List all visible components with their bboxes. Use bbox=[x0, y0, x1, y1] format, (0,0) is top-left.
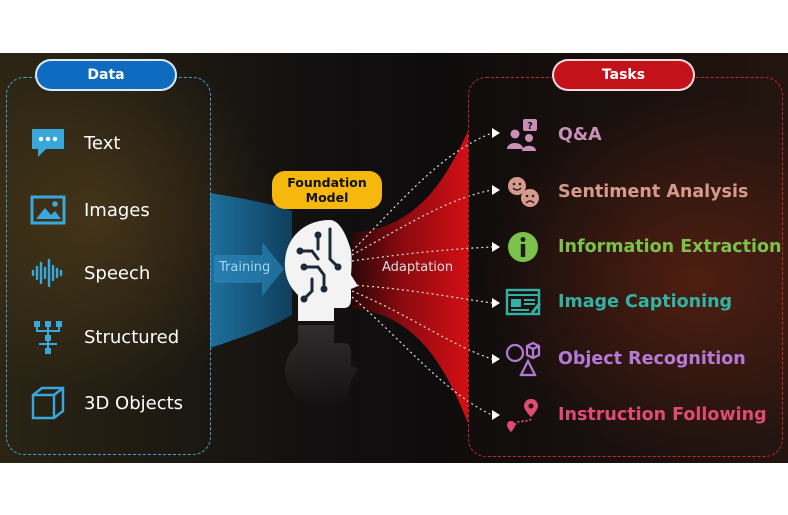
data-item-label: 3D Objects bbox=[84, 392, 184, 414]
data-item-structured: Structured bbox=[28, 317, 179, 357]
audio-wave-icon bbox=[31, 258, 63, 288]
data-title: Data bbox=[87, 67, 125, 83]
route-pin-icon bbox=[507, 399, 538, 432]
task-item-sentiment-analysis: Sentiment Analysis bbox=[505, 174, 748, 210]
data-item-text: Text bbox=[28, 123, 120, 163]
task-label: Object Recognition bbox=[558, 349, 746, 369]
task-label: Image Captioning bbox=[558, 292, 733, 312]
adaptation-funnel bbox=[352, 131, 468, 423]
data-item-label: Text bbox=[84, 132, 121, 154]
training-label: Training bbox=[219, 260, 271, 275]
data-item-speech: Speech bbox=[28, 253, 150, 293]
chat-bubble-icon bbox=[32, 129, 64, 157]
info-icon bbox=[508, 232, 538, 262]
task-item-instruction-following: Instruction Following bbox=[505, 397, 767, 433]
data-item-3d-objects: 3D Objects bbox=[28, 383, 183, 423]
svg-text:?: ? bbox=[527, 121, 533, 132]
adaptation-label: Adaptation bbox=[382, 260, 454, 275]
caption-window-icon bbox=[505, 288, 541, 316]
task-label: Sentiment Analysis bbox=[558, 182, 749, 202]
connector-arrowheads bbox=[492, 128, 500, 420]
head-icon bbox=[284, 220, 358, 409]
foundation-model-line2: Model bbox=[305, 190, 349, 205]
tasks-title: Tasks bbox=[601, 67, 646, 83]
foundation-model-line1: Foundation bbox=[287, 175, 367, 190]
adaptation-connectors bbox=[351, 132, 493, 416]
image-icon bbox=[30, 195, 66, 225]
task-label: Instruction Following bbox=[558, 405, 767, 425]
data-item-label: Structured bbox=[84, 326, 180, 348]
shapes-icon bbox=[505, 341, 541, 377]
tasks-title-pill: Tasks bbox=[552, 59, 695, 91]
data-item-images: Images bbox=[28, 190, 150, 230]
training-arrow bbox=[214, 242, 284, 296]
task-label: Information Extraction bbox=[558, 237, 782, 257]
cube-icon bbox=[31, 386, 65, 420]
tree-structure-icon bbox=[34, 321, 62, 354]
task-item-image-captioning: Image Captioning bbox=[505, 284, 732, 320]
data-item-label: Speech bbox=[84, 262, 151, 284]
task-item-qa: ? Q&A bbox=[505, 117, 602, 153]
data-title-pill: Data bbox=[35, 59, 177, 91]
task-label: Q&A bbox=[558, 125, 602, 145]
flow-graphics bbox=[210, 128, 500, 423]
emoji-faces-icon bbox=[508, 177, 539, 207]
task-item-object-recognition: Object Recognition bbox=[505, 341, 746, 377]
diagram-canvas: Data Text Images Speech bbox=[0, 53, 788, 463]
question-people-icon: ? bbox=[507, 119, 537, 151]
task-item-information-extraction: Information Extraction bbox=[505, 229, 781, 265]
data-item-label: Images bbox=[84, 199, 150, 221]
foundation-model-pill: Foundation Model bbox=[272, 171, 382, 209]
